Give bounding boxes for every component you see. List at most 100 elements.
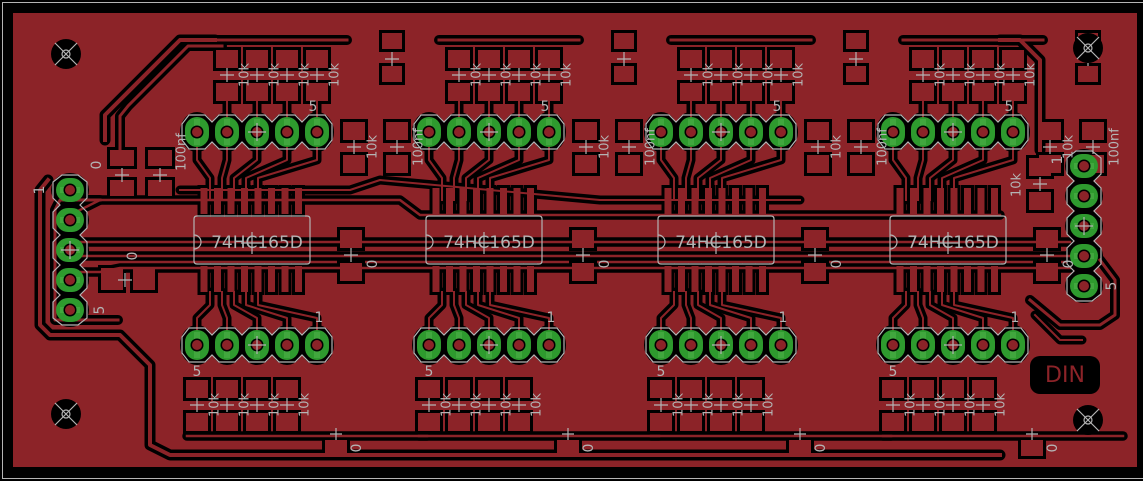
ic-pin-top xyxy=(937,188,944,214)
mounting-hole-ring xyxy=(1083,415,1093,425)
ic-notch xyxy=(889,234,898,250)
resistor-pad-top xyxy=(246,50,268,68)
fanout-trace xyxy=(917,147,924,201)
left-resistor-origin-icon xyxy=(118,273,132,287)
bottom-resistor-pad-top xyxy=(882,380,904,398)
bottom-resistor-pad-bottom xyxy=(448,413,470,431)
resistor-origin-icon xyxy=(654,398,668,412)
ic-pin-top xyxy=(446,188,453,214)
pin-number-label: 1 xyxy=(547,310,556,326)
resistor-origin-icon xyxy=(452,68,466,82)
ic-pin-top xyxy=(241,188,248,214)
side-resistor-pad-top xyxy=(1039,122,1061,140)
resistor-pad-bottom xyxy=(710,83,732,101)
left-resistor-pad-a xyxy=(101,268,123,290)
ic-pin-bottom xyxy=(745,266,753,292)
resistor-label-10k: 10k xyxy=(298,392,313,417)
outer-trace-right-2 xyxy=(1033,313,1083,341)
header-outline xyxy=(181,327,333,363)
pin-number-label: 1 xyxy=(1011,310,1020,326)
mid-cap-label: 0 xyxy=(597,260,613,269)
ic-pin-top xyxy=(705,188,712,214)
side-resistor-label-10k: 10k xyxy=(598,134,613,159)
resistor-label-10k: 10k xyxy=(268,62,283,87)
right-resistor-origin-icon xyxy=(1033,177,1047,191)
resistor-pad-top xyxy=(508,50,530,68)
left-connector-pin1-label: 1 xyxy=(32,186,48,195)
resistor-label-10k: 10k xyxy=(560,62,575,87)
resistor-label-10k: 10k xyxy=(530,62,545,87)
resistor-label-10k: 10k xyxy=(470,392,485,417)
pin-drill xyxy=(454,340,464,350)
ic-pin-bottom xyxy=(241,266,248,292)
ic-pin-bottom xyxy=(295,266,302,292)
bottom-cap-origin-icon xyxy=(1026,428,1038,440)
resistor-pad-top xyxy=(972,50,994,68)
ic-pin-bottom xyxy=(991,266,998,292)
resistor-origin-icon xyxy=(946,68,960,82)
side-resistor-origin-icon xyxy=(347,140,361,154)
header-origin-icon xyxy=(248,336,266,354)
ic-pin-top xyxy=(991,188,998,214)
pin-drill xyxy=(888,127,898,137)
mounting-hole-cross-icon xyxy=(1076,36,1100,60)
ic-pin-top xyxy=(281,188,289,214)
bottom-resistor-pad-top xyxy=(478,380,500,398)
fanout-trace xyxy=(221,291,228,331)
pin-drill xyxy=(918,340,928,350)
decoupling-cap-pad-top xyxy=(846,33,866,49)
mid-cap-pad-bottom xyxy=(572,263,594,281)
fanout-trace xyxy=(709,291,752,331)
top-header-pin xyxy=(649,117,673,147)
resistor-label-10k: 10k xyxy=(934,62,949,87)
mounting-hole-cross-icon xyxy=(54,42,78,66)
side-resistor-pad-top xyxy=(807,122,829,140)
bottom-resistor-pad-bottom xyxy=(276,413,298,431)
pin-drill xyxy=(978,127,988,137)
resistor-origin-icon xyxy=(190,398,204,412)
fanout-trace xyxy=(892,291,907,331)
cap-pad-bottom xyxy=(618,155,640,173)
cap-origin-icon xyxy=(854,140,868,154)
cap-pad-top xyxy=(1082,122,1104,140)
pin-drill xyxy=(514,127,524,137)
top-header-pin xyxy=(679,117,703,147)
ic-pin-top xyxy=(486,188,494,214)
ic-pin-bottom xyxy=(268,266,275,292)
top-header-pin xyxy=(537,117,561,147)
ic-pin-bottom xyxy=(200,266,208,292)
fanout-trace xyxy=(196,291,211,331)
resistor-pad-bottom xyxy=(276,83,298,101)
resistor-pad-bottom xyxy=(216,83,238,101)
bottom-resistor-pad-bottom xyxy=(972,413,994,431)
resistor-pad-bottom xyxy=(770,83,792,101)
pin-drill xyxy=(1079,191,1089,201)
ic-notch xyxy=(657,234,666,250)
resistor-pad-bottom xyxy=(538,83,560,101)
bottom-cap-origin-icon xyxy=(794,428,806,440)
bottom-resistor-pad-bottom xyxy=(478,413,500,431)
resistor-label-10k: 10k xyxy=(702,62,717,87)
left-connector-pin xyxy=(56,178,84,202)
ic-pin-bottom xyxy=(281,266,289,292)
cap-pad-top xyxy=(850,122,872,140)
fanout-trace xyxy=(660,291,675,331)
din-label: DIN xyxy=(1045,363,1085,388)
cap-pad-top xyxy=(618,122,640,140)
decoupling-cap-pad-bottom xyxy=(1078,66,1098,82)
outer-trace-top-left xyxy=(103,38,217,142)
resistor-pad-bottom xyxy=(972,83,994,101)
ic-pin-bottom xyxy=(513,266,521,292)
bottom-resistor-pad-top xyxy=(740,380,762,398)
ic-notch xyxy=(425,234,434,250)
ic-pin-bottom xyxy=(691,266,699,292)
resistor-origin-icon xyxy=(714,398,728,412)
ic-pin-top xyxy=(950,188,958,214)
pin-drill xyxy=(312,340,322,350)
copper-layer xyxy=(38,33,1125,457)
cap-pad-bottom xyxy=(386,155,408,173)
resistor-origin-icon xyxy=(916,68,930,82)
resistor-label-10k: 10k xyxy=(500,62,515,87)
top-header-pin xyxy=(739,117,763,147)
